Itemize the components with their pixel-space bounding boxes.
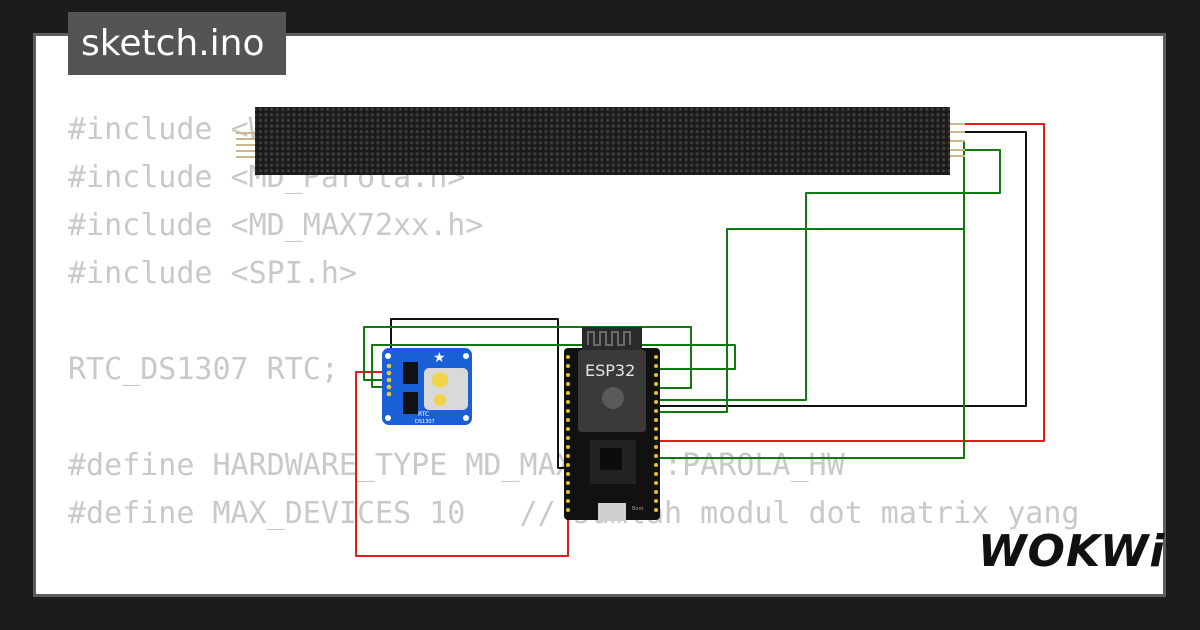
wires <box>355 123 1045 557</box>
boot-button-label: Boot <box>632 506 644 512</box>
svg-text:★: ★ <box>433 350 446 366</box>
rtc-model-label: DS1307 <box>415 419 435 425</box>
code-line: #include <MD_MAX72xx.h> <box>68 208 484 243</box>
wire-red-vcc <box>355 123 1045 557</box>
wire-black-rtc-gnd <box>390 318 568 469</box>
code-line: #define CS_PIN 33 // Sesuaikan CS_PIN de… <box>68 586 1079 594</box>
wire-green-clk <box>652 155 965 413</box>
wire-green-rtc-sda <box>363 326 692 389</box>
wire-black-gnd <box>652 131 1027 407</box>
dot-matrix-display <box>236 107 965 175</box>
code-line: #define MAX_DEVICES 10 // Jumlah modul d… <box>68 496 1080 531</box>
esp32-label: ESP32 <box>585 361 635 380</box>
esp32-pins <box>566 355 658 512</box>
wire-green-din <box>652 149 1001 401</box>
esp32-board: ESP32 Boot <box>564 327 660 521</box>
wire-green-rtc-scl <box>371 344 736 388</box>
code-line: RTC_DS1307 RTC; <box>68 352 339 387</box>
rtc-label: RTC <box>418 411 429 418</box>
wokwi-logo: WOKWi <box>978 526 1166 577</box>
code-editor: #include <Wire.h>#include <MD_Parola.h>#… <box>68 106 1080 594</box>
code-line: #include <SPI.h> <box>68 256 357 291</box>
file-tab[interactable]: sketch.ino <box>68 12 286 75</box>
rtc-module: ★ RTC DS1307 <box>382 348 472 425</box>
